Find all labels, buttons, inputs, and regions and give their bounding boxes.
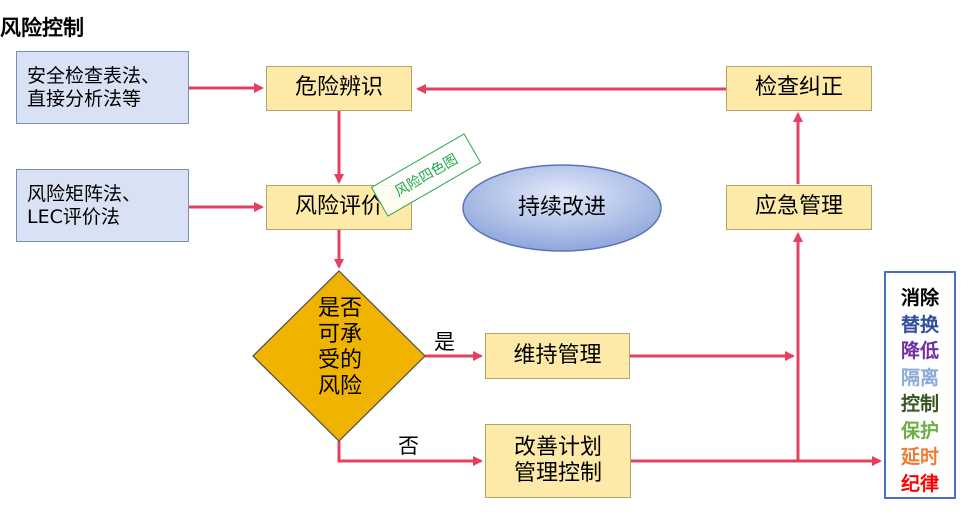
emergency-management-box: 应急管理 [726, 185, 872, 230]
page-title: 风险控制 [0, 16, 84, 40]
decision-line-2: 可承 [317, 322, 362, 347]
yes-label: 是 [434, 330, 455, 354]
maintain-management-box: 维持管理 [485, 333, 630, 379]
legend-item-control: 控制 [900, 393, 939, 415]
improvement-plan-box: 改善计划 管理控制 [485, 424, 631, 498]
no-label: 否 [398, 434, 419, 458]
legend-item-discipline: 纪律 [900, 472, 939, 495]
improvement-plan-line-2: 管理控制 [513, 461, 602, 486]
improvement-plan-line-1: 改善计划 [513, 434, 602, 460]
assess-methods-box: 风险矩阵法、 LEC评价法 [16, 169, 189, 242]
identify-method-line-2: 直接分析法等 [27, 87, 142, 110]
inspect-correct-box: 检查纠正 [726, 66, 872, 111]
decision-line-4: 风险 [317, 374, 362, 399]
control-hierarchy-legend: 消除 替换 降低 隔离 控制 保护 延时 纪律 [884, 271, 956, 499]
assess-method-line-1: 风险矩阵法、 [27, 182, 142, 205]
legend-item-eliminate: 消除 [900, 287, 939, 309]
legend-item-delay: 延时 [900, 446, 939, 468]
continuous-improvement-label: 持续改进 [517, 194, 606, 220]
legend-item-reduce: 降低 [900, 340, 939, 362]
decision-text: 是否 可承 受的 风险 [290, 296, 390, 400]
decision-line-1: 是否 [317, 296, 362, 321]
legend-item-substitute: 替换 [900, 313, 939, 336]
identify-method-line-1: 安全检查表法、 [27, 64, 161, 87]
hazard-identification-box: 危险辨识 [266, 66, 412, 111]
arrow-no-to-improve [337, 441, 483, 466]
continuous-improvement-ellipse [462, 164, 662, 252]
assess-method-line-2: LEC评价法 [27, 205, 120, 228]
legend-item-isolate: 隔离 [900, 366, 939, 389]
identify-methods-box: 安全检查表法、 直接分析法等 [16, 51, 189, 124]
decision-line-3: 受的 [317, 348, 362, 373]
legend-item-protect: 保护 [900, 419, 939, 442]
